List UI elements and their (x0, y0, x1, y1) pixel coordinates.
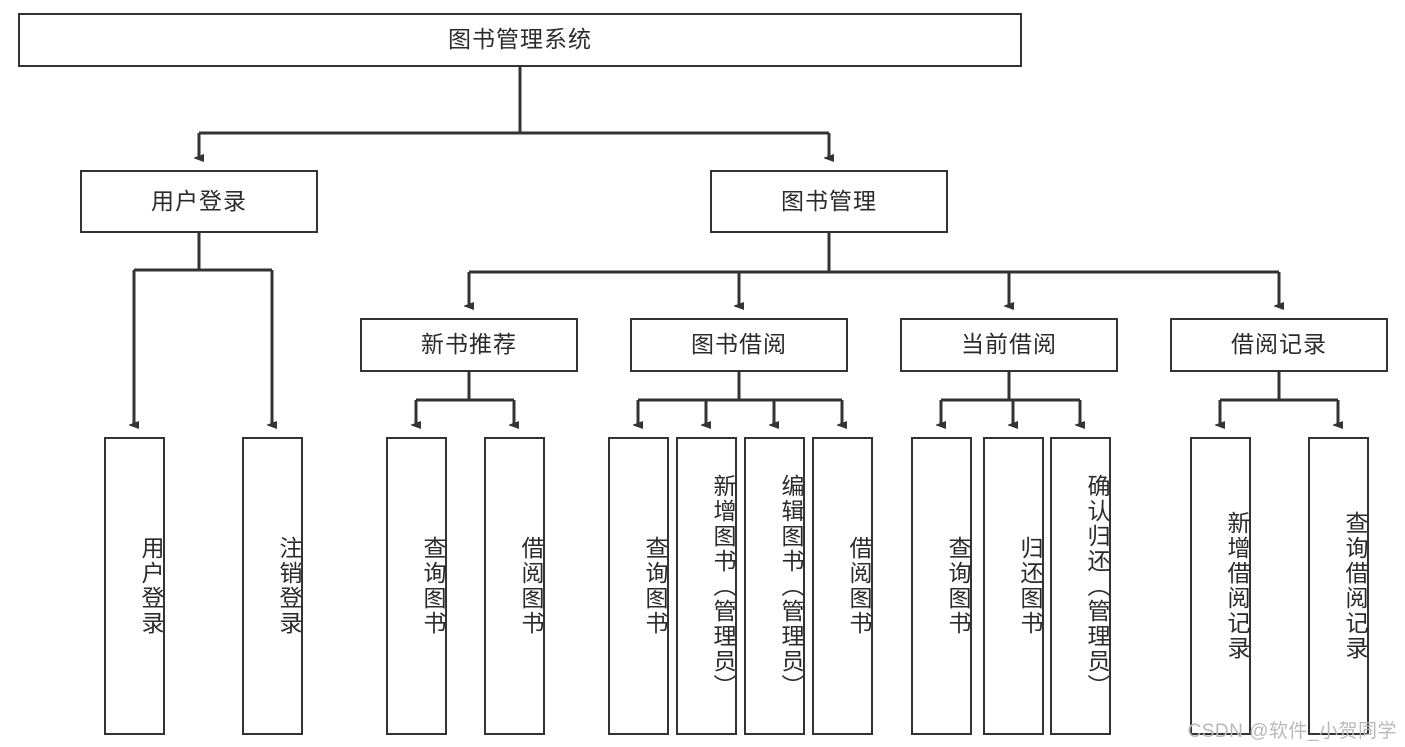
leaf-edit-book-admin[interactable]: 编辑图书（管理员） (744, 437, 805, 735)
leaf-logout-login[interactable]: 注销登录 (242, 437, 303, 735)
leaf-query-borrow-record[interactable]: 查询借阅记录 (1308, 437, 1369, 735)
node-label: 图书管理 (781, 187, 877, 214)
leaf-label: 注销登录 (276, 536, 302, 636)
leaf-add-book-admin[interactable]: 新增图书（管理员） (676, 437, 737, 735)
leaf-borrow-book[interactable]: 借阅图书 (812, 437, 873, 735)
node-level3-new-book-recommend[interactable]: 新书推荐 (360, 318, 578, 372)
leaf-confirm-return-admin[interactable]: 确认归还（管理员） (1050, 437, 1111, 735)
node-root-label: 图书管理系统 (448, 26, 592, 53)
node-level2-user-login[interactable]: 用户登录 (80, 170, 318, 233)
leaf-label: 新增借阅记录 (1224, 511, 1250, 661)
node-level3-book-borrow[interactable]: 图书借阅 (630, 318, 848, 372)
leaf-query-book-current[interactable]: 查询图书 (911, 437, 972, 735)
node-label: 新书推荐 (421, 331, 517, 358)
node-level3-current-borrow[interactable]: 当前借阅 (900, 318, 1118, 372)
leaf-label: 借阅图书 (518, 536, 544, 636)
leaf-return-book[interactable]: 归还图书 (983, 437, 1044, 735)
node-label: 当前借阅 (961, 331, 1057, 358)
watermark: CSDN @软件_小贺同学 (1187, 721, 1397, 742)
leaf-label: 确认归还（管理员） (1084, 473, 1110, 699)
leaf-add-borrow-record[interactable]: 新增借阅记录 (1190, 437, 1251, 735)
node-label: 借阅记录 (1231, 331, 1327, 358)
node-level2-book-management[interactable]: 图书管理 (710, 170, 948, 233)
node-root[interactable]: 图书管理系统 (18, 13, 1022, 67)
leaf-user-login[interactable]: 用户登录 (104, 437, 165, 735)
node-label: 用户登录 (151, 187, 247, 214)
leaf-label: 查询图书 (420, 536, 446, 636)
leaf-label: 查询图书 (642, 536, 668, 636)
leaf-label: 新增图书（管理员） (710, 473, 736, 699)
node-level3-borrow-record[interactable]: 借阅记录 (1170, 318, 1388, 372)
leaf-label: 查询借阅记录 (1342, 511, 1368, 661)
leaf-query-book-recommend[interactable]: 查询图书 (386, 437, 447, 735)
leaf-query-book-borrow[interactable]: 查询图书 (608, 437, 669, 735)
leaf-label: 借阅图书 (846, 536, 872, 636)
leaf-label: 查询图书 (945, 536, 971, 636)
leaf-label: 归还图书 (1017, 536, 1043, 636)
node-label: 图书借阅 (691, 331, 787, 358)
leaf-label: 用户登录 (138, 536, 164, 636)
leaf-borrow-book-recommend[interactable]: 借阅图书 (484, 437, 545, 735)
leaf-label: 编辑图书（管理员） (778, 473, 804, 699)
